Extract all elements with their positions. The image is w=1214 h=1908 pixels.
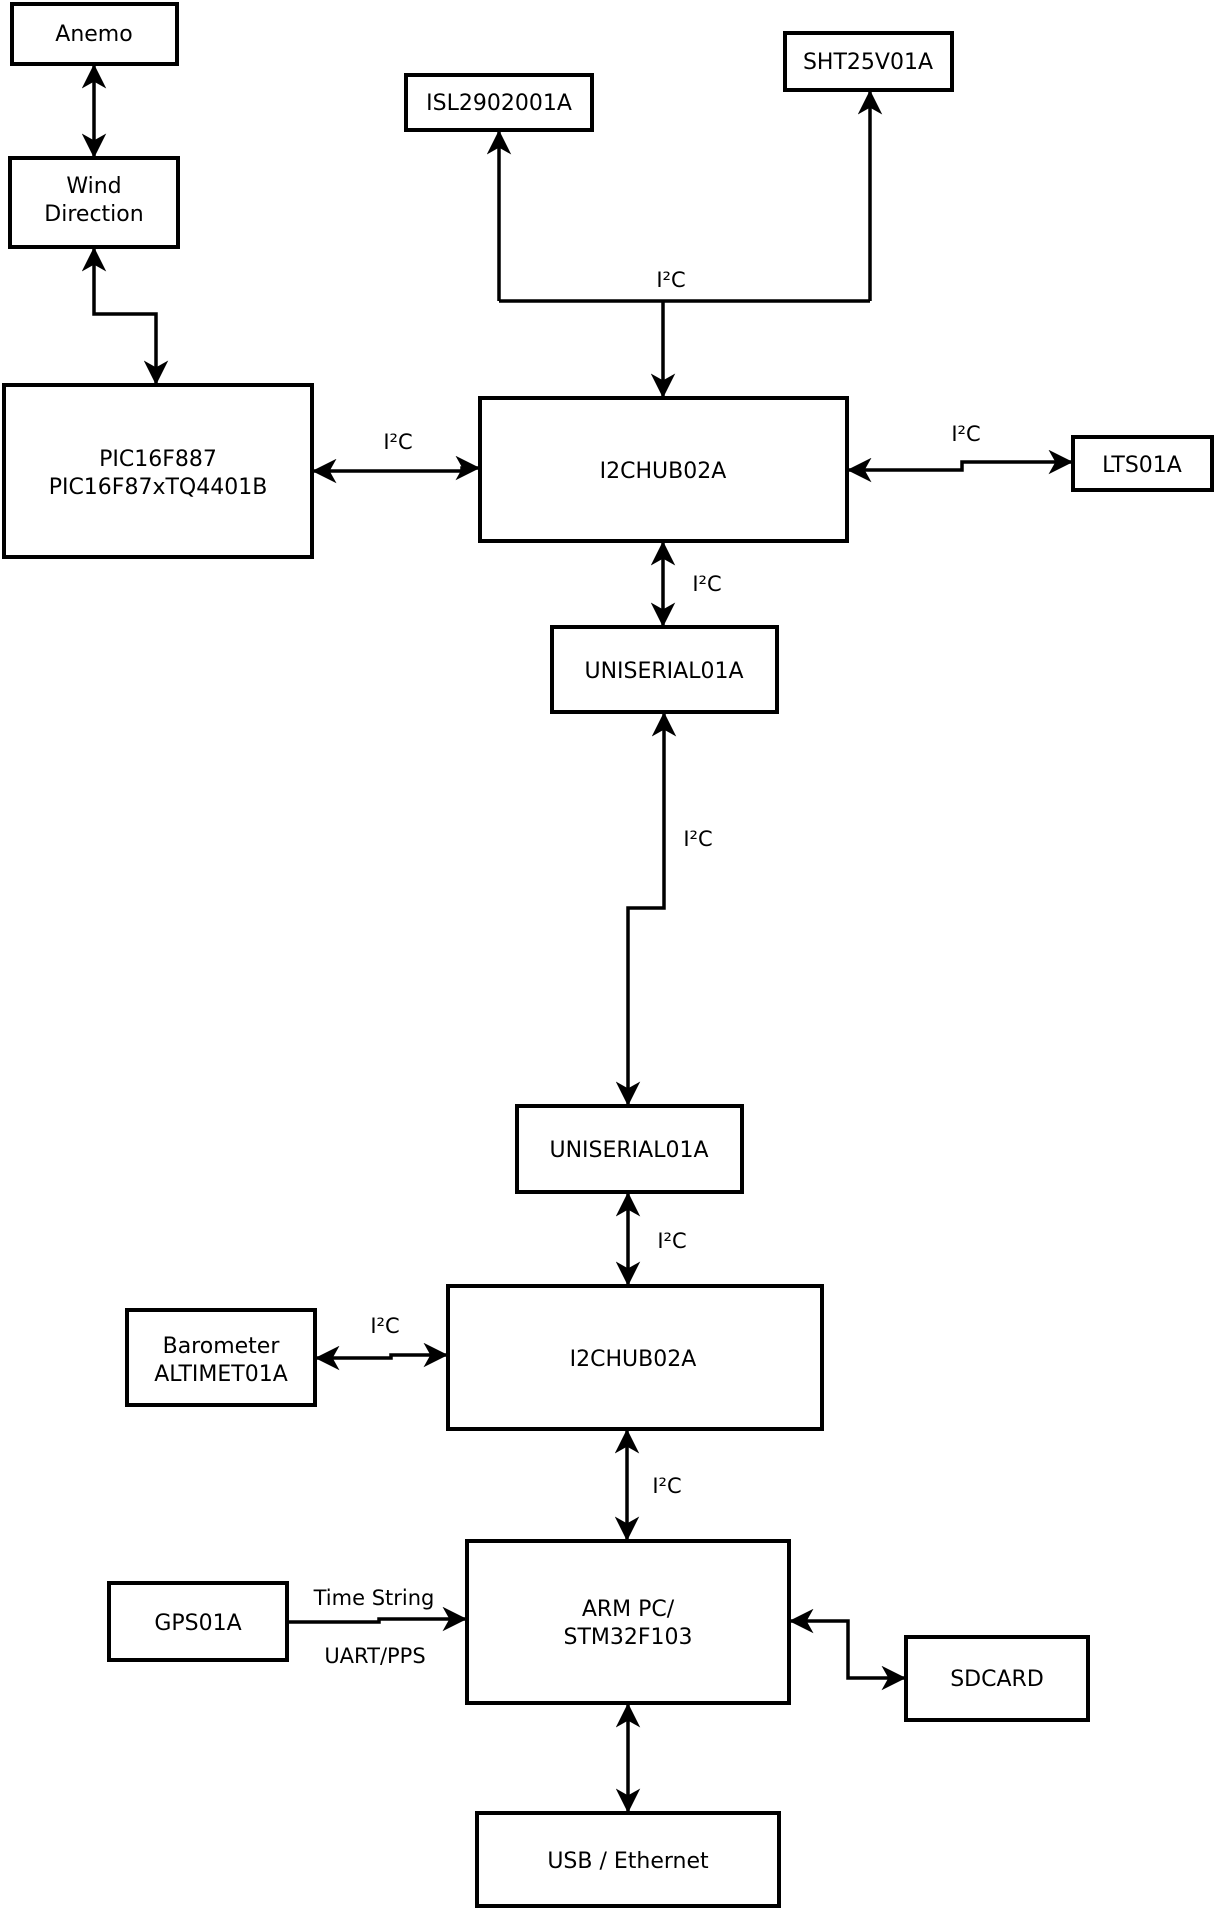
node-pic16f887: PIC16F887 PIC16F87xTQ4401B bbox=[2, 383, 314, 559]
sdcard-label: SDCARD bbox=[950, 1667, 1044, 1692]
node-usb-ethernet: USB / Ethernet bbox=[475, 1811, 781, 1908]
edge-label-uart-pps: UART/PPS bbox=[324, 1644, 425, 1668]
barometer-label-line1: Barometer bbox=[163, 1334, 281, 1359]
wind-direction-label-line1: Wind bbox=[66, 174, 121, 199]
wind-direction-label-line2: Direction bbox=[44, 202, 143, 227]
i2chub02a-lower-label: I2CHUB02A bbox=[570, 1347, 697, 1372]
edge-label-i2c-uniserial-link: I²C bbox=[683, 827, 712, 851]
i2chub02a-lower-box bbox=[446, 1284, 824, 1431]
node-i2chub02a-upper: I2CHUB02A bbox=[478, 396, 849, 543]
arm-pc-label-line1: ARM PC/ bbox=[582, 1597, 675, 1622]
barometer-box bbox=[125, 1308, 317, 1407]
edge-label-time-string: Time String bbox=[313, 1586, 435, 1610]
isl2902001a-box bbox=[404, 73, 594, 132]
sht25v01a-box bbox=[783, 31, 954, 92]
i2chub02a-upper-label: I2CHUB02A bbox=[600, 459, 727, 484]
usb-ethernet-box bbox=[475, 1811, 781, 1908]
edge-label-i2c-uniserial-hub2: I²C bbox=[657, 1229, 686, 1253]
i2chub02a-upper-box bbox=[478, 396, 849, 543]
barometer-label-line2: ALTIMET01A bbox=[154, 1362, 288, 1387]
node-uniserial01a-lower: UNISERIAL01A bbox=[515, 1104, 744, 1194]
sdcard-box bbox=[904, 1635, 1090, 1722]
arm-pc-label-line2: STM32F103 bbox=[563, 1625, 692, 1650]
usb-ethernet-label: USB / Ethernet bbox=[547, 1849, 709, 1874]
lts01a-box bbox=[1071, 435, 1214, 492]
uniserial01a-upper-box bbox=[550, 625, 779, 714]
gps01a-box bbox=[107, 1581, 289, 1662]
edge-arm-sdcard bbox=[789, 1608, 906, 1691]
arm-pc-box bbox=[465, 1539, 791, 1705]
pic16f887-box bbox=[2, 383, 314, 559]
edge-gps-arm bbox=[287, 1606, 467, 1632]
edge-label-i2c-hub-uniserial: I²C bbox=[692, 572, 721, 596]
edge-wind-pic bbox=[81, 247, 169, 385]
lts01a-label: LTS01A bbox=[1102, 453, 1182, 478]
edge-label-i2c-top-bus: I²C bbox=[656, 268, 685, 292]
edge-pic-hub bbox=[312, 455, 480, 484]
node-gps01a: GPS01A bbox=[107, 1581, 289, 1662]
isl2902001a-label: ISL2902001A bbox=[426, 91, 572, 116]
node-barometer-altimet01a: Barometer ALTIMET01A bbox=[125, 1308, 317, 1407]
node-uniserial01a-upper: UNISERIAL01A bbox=[550, 625, 779, 714]
anemo-box bbox=[10, 2, 179, 66]
edge-label-i2c-pic-hub: I²C bbox=[383, 430, 412, 454]
node-isl2902001a: ISL2902001A bbox=[404, 73, 594, 132]
wind-direction-box bbox=[8, 156, 180, 249]
anemo-label: Anemo bbox=[55, 22, 132, 47]
edge-label-i2c-barometer-hub2: I²C bbox=[370, 1314, 399, 1338]
uniserial01a-upper-label: UNISERIAL01A bbox=[584, 659, 743, 684]
node-anemo: Anemo bbox=[10, 2, 179, 66]
node-arm-pc-stm32f103: ARM PC/ STM32F103 bbox=[465, 1539, 791, 1705]
node-wind-direction: Wind Direction bbox=[8, 156, 180, 249]
uniserial01a-lower-label: UNISERIAL01A bbox=[549, 1138, 708, 1163]
pic16f887-label-line1: PIC16F887 bbox=[99, 447, 217, 472]
node-lts01a: LTS01A bbox=[1071, 435, 1214, 492]
pic16f887-label-line2: PIC16F87xTQ4401B bbox=[49, 475, 268, 500]
edge-label-i2c-hub-lts: I²C bbox=[951, 422, 980, 446]
uniserial01a-lower-box bbox=[515, 1104, 744, 1194]
edge-barometer-hub2 bbox=[315, 1342, 448, 1371]
edge-uniserial-link bbox=[615, 712, 677, 1106]
node-sdcard: SDCARD bbox=[904, 1635, 1090, 1722]
node-i2chub02a-lower: I2CHUB02A bbox=[446, 1284, 824, 1431]
edge-label-i2c-hub2-arm: I²C bbox=[652, 1474, 681, 1498]
sht25v01a-label: SHT25V01A bbox=[803, 50, 933, 75]
gps01a-label: GPS01A bbox=[154, 1611, 241, 1636]
edge-hub-lts bbox=[847, 449, 1073, 483]
node-sht25v01a: SHT25V01A bbox=[783, 31, 954, 92]
